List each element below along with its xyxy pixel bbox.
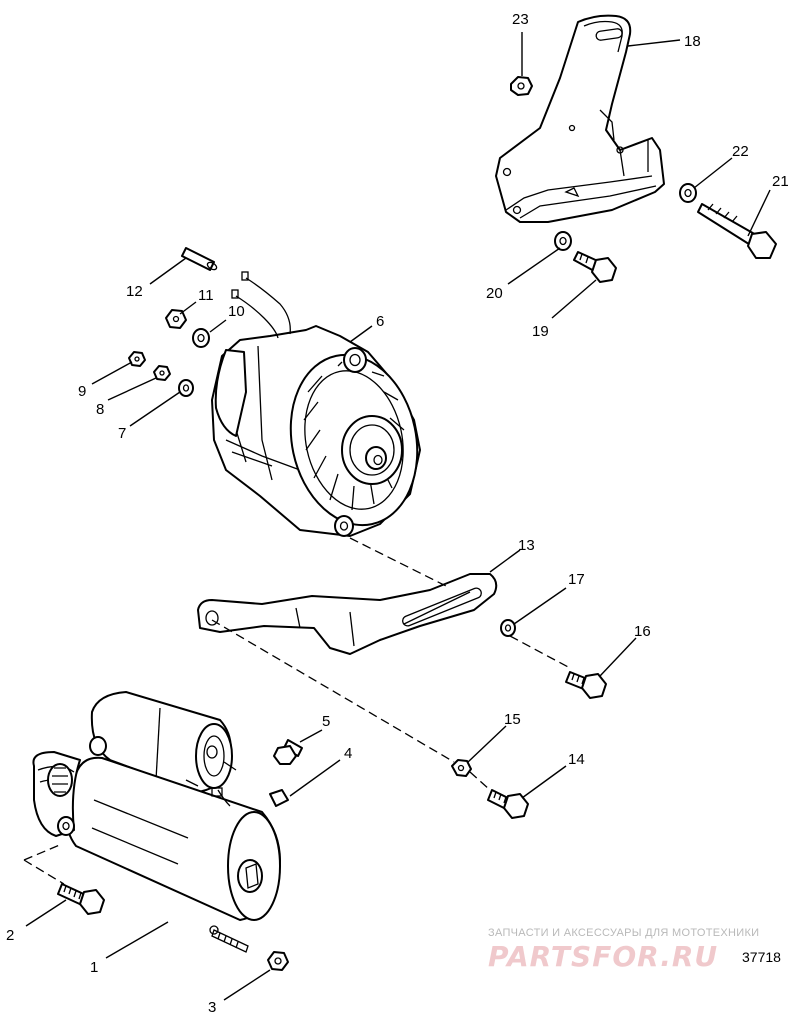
callout-15: 15 [504, 711, 521, 728]
callout-9: 9 [78, 383, 86, 400]
alternator [211, 271, 421, 537]
nut-11 [165, 309, 187, 329]
nut-3 [267, 951, 289, 971]
callout-4: 4 [344, 745, 352, 762]
watermark-caption: ЗАПЧАСТИ И АКСЕССУАРЫ ДЛЯ МОТОТЕХНИКИ [488, 927, 759, 939]
assembly-lines [23, 537, 571, 885]
callout-18: 18 [684, 33, 701, 50]
washer-7 [178, 379, 194, 397]
nut-15 [451, 759, 472, 777]
starter-motor [32, 691, 281, 953]
callout-3: 3 [208, 999, 216, 1016]
mounting-bracket [495, 14, 665, 223]
bolt-21 [697, 203, 777, 259]
nut-8 [153, 365, 171, 381]
figure-number: 37718 [742, 949, 781, 965]
callout-1: 1 [90, 959, 98, 976]
callout-6: 6 [376, 313, 384, 330]
callout-14: 14 [568, 751, 585, 768]
bolt-2 [57, 883, 105, 915]
callout-8: 8 [96, 401, 104, 418]
clip-nut-4 [269, 789, 289, 807]
watermark: ЗАПЧАСТИ И АКСЕССУАРЫ ДЛЯ МОТОТЕХНИКИ PA… [488, 927, 759, 973]
callout-2: 2 [6, 927, 14, 944]
callout-21: 21 [772, 173, 789, 190]
pin-12 [181, 247, 218, 271]
bolt-14 [487, 789, 529, 819]
callout-12: 12 [126, 283, 143, 300]
callout-23: 23 [512, 11, 529, 28]
callout-13: 13 [518, 537, 535, 554]
callout-22: 22 [732, 143, 749, 160]
washer-20 [554, 231, 572, 251]
callout-17: 17 [568, 571, 585, 588]
nut-23 [510, 76, 533, 96]
bolt-16 [565, 671, 607, 699]
bolt-19 [573, 251, 617, 283]
callout-16: 16 [634, 623, 651, 640]
washer-22 [679, 183, 697, 203]
screw-5 [273, 739, 303, 765]
watermark-logo: PARTSFOR.RU [488, 940, 718, 973]
nut-9 [128, 351, 146, 367]
callout-5: 5 [322, 713, 330, 730]
leader-lines [25, 32, 771, 1001]
callout-labels: 1 2 3 4 5 6 7 8 9 10 11 12 13 14 15 16 1… [6, 11, 789, 1016]
washer-17 [500, 619, 516, 637]
callout-7: 7 [118, 425, 126, 442]
callout-19: 19 [532, 323, 549, 340]
callout-20: 20 [486, 285, 503, 302]
adjusting-brace [197, 573, 498, 655]
callout-11: 11 [198, 287, 214, 304]
callout-10: 10 [228, 303, 245, 320]
washer-10 [192, 328, 210, 348]
